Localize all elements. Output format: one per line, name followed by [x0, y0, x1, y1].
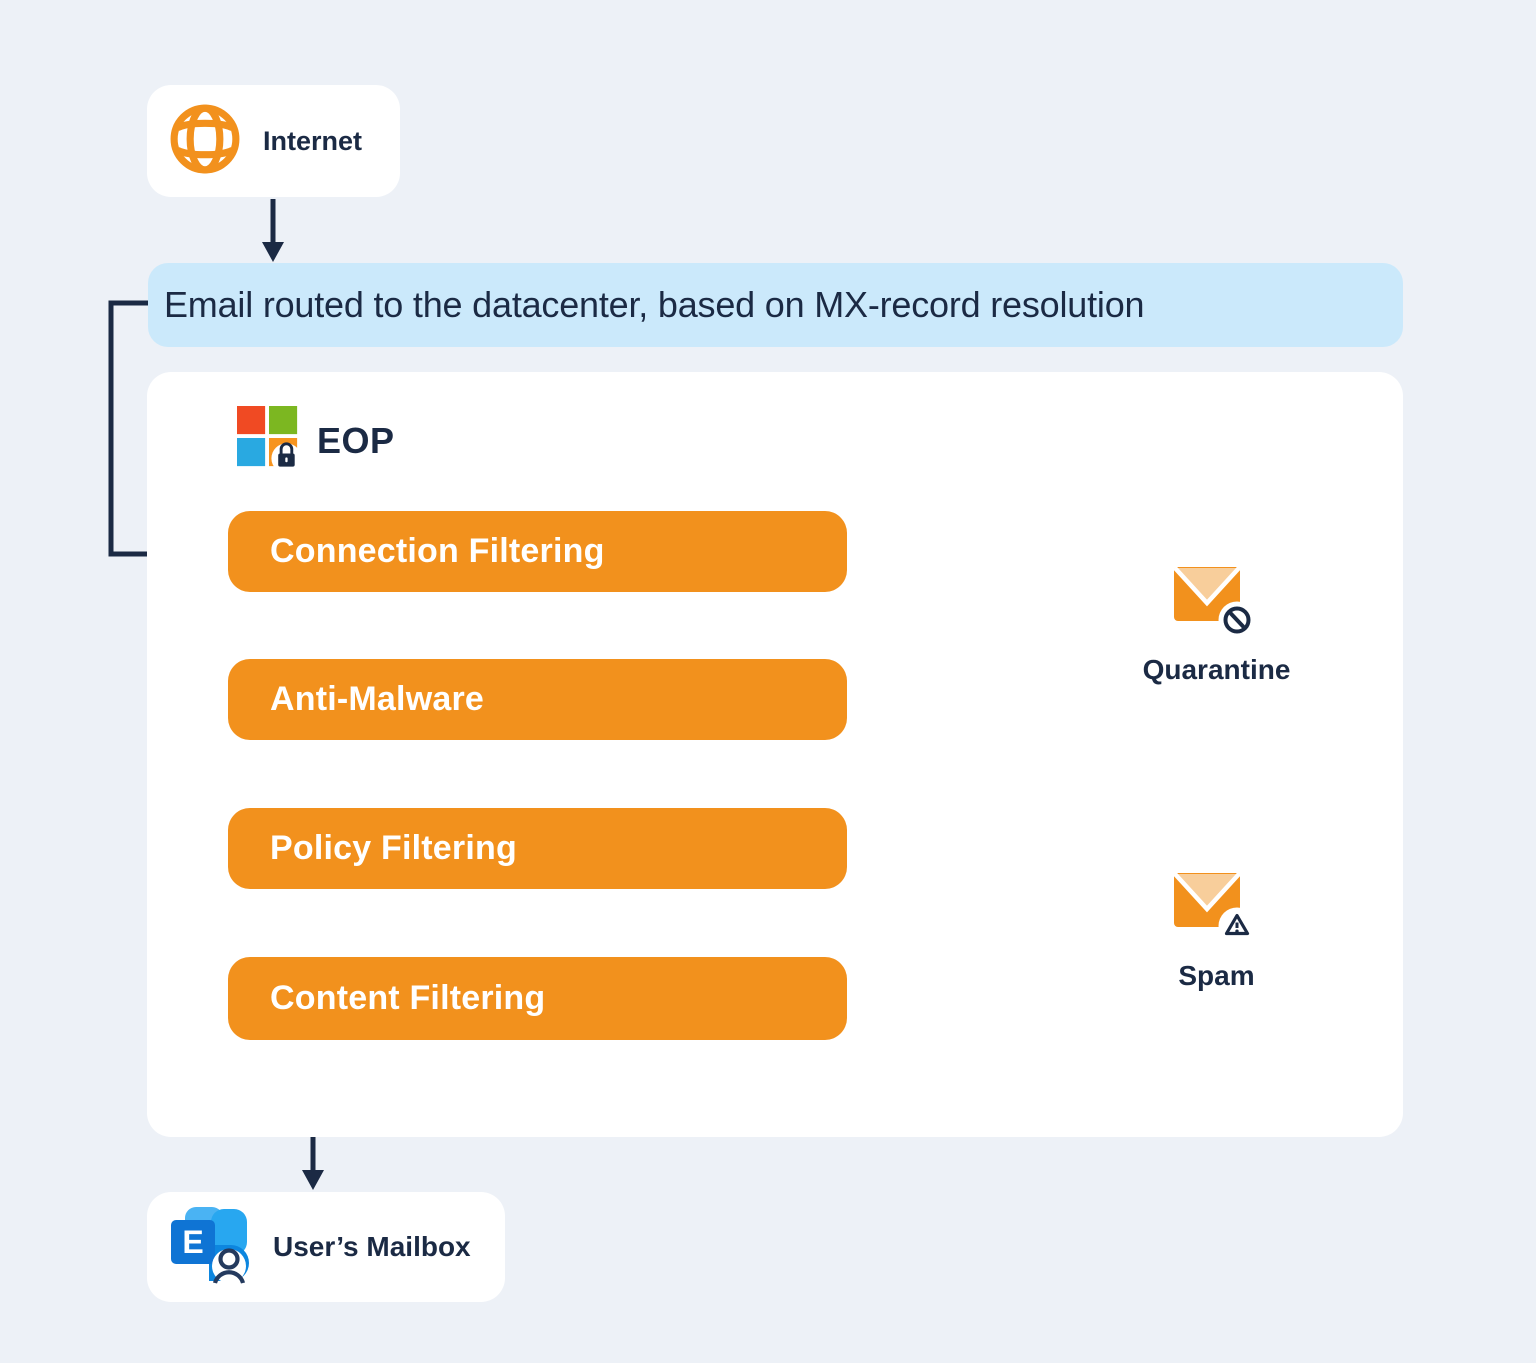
stage-anti-malware: Anti-Malware	[228, 659, 847, 740]
blocked-email-icon	[1172, 566, 1260, 646]
eop-header: EOP	[237, 406, 395, 475]
stage-label: Content Filtering	[270, 979, 546, 1017]
spam-warning-email-icon	[1172, 872, 1260, 952]
user-mailbox-node: E User’s Mailbox	[147, 1192, 505, 1302]
quarantine-label: Quarantine	[1142, 654, 1291, 685]
stage-connection-filtering: Connection Filtering	[228, 511, 847, 592]
microsoft-lock-icon	[237, 406, 302, 475]
stage-policy-filtering: Policy Filtering	[228, 808, 847, 889]
eop-label: EOP	[317, 419, 395, 461]
mailbox-label: User’s Mailbox	[273, 1231, 471, 1262]
spam-label: Spam	[1178, 960, 1255, 991]
svg-text:E: E	[182, 1224, 203, 1260]
stage-label: Policy Filtering	[270, 829, 517, 867]
internet-label: Internet	[263, 125, 363, 156]
quarantine-node: Quarantine	[1083, 483, 1350, 743]
globe-icon	[167, 101, 243, 182]
spam-node: Spam	[1083, 785, 1350, 1046]
internet-node: Internet	[147, 85, 400, 197]
stage-content-filtering: Content Filtering	[228, 957, 847, 1040]
routing-note-text: Email routed to the datacenter, based on…	[164, 284, 1145, 325]
arrow-internet-to-routing-note	[262, 199, 284, 262]
stage-label: Connection Filtering	[270, 532, 605, 570]
exchange-user-icon: E	[171, 1206, 251, 1289]
stage-label: Anti-Malware	[270, 680, 484, 718]
routing-note: Email routed to the datacenter, based on…	[148, 263, 1403, 347]
